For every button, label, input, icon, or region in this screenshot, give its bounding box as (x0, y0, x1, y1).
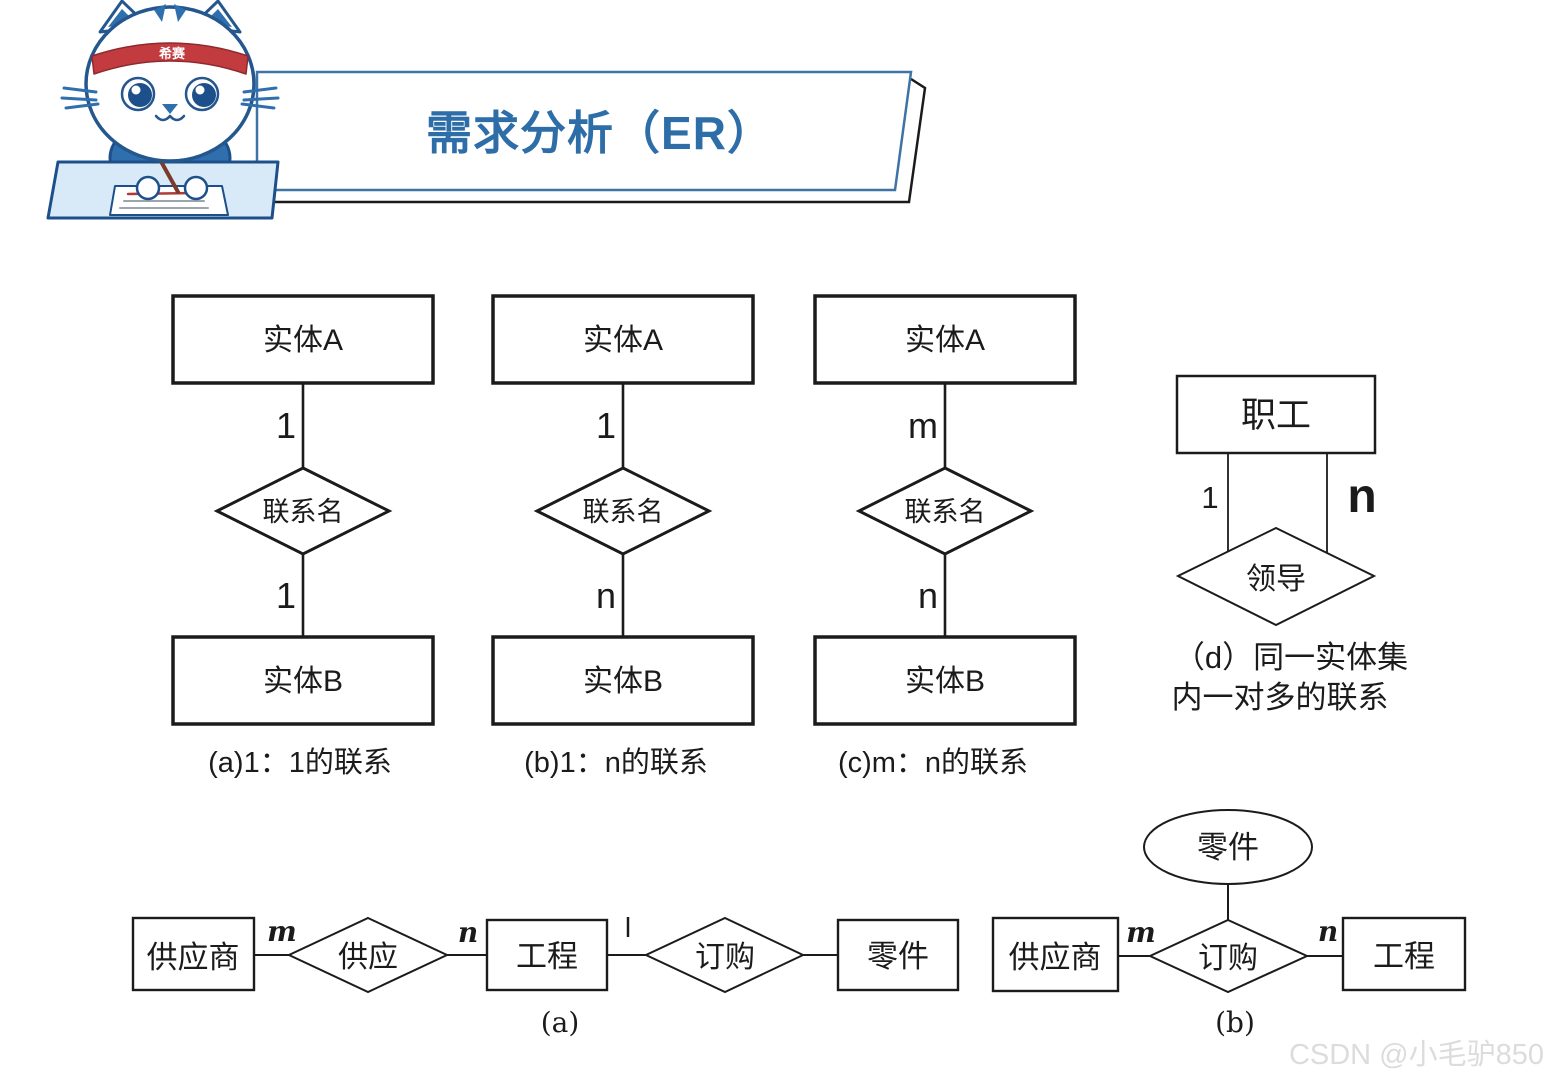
watermark: CSDN @小毛驴850 (1289, 1038, 1544, 1071)
entity-b-box (813, 635, 1077, 726)
entity-b-label: 实体B (263, 665, 343, 698)
supply-diamond (286, 916, 450, 994)
diagram-caption: (a)1：1的联系 (208, 746, 392, 779)
supplier-label: 供应商 (1009, 940, 1102, 975)
cardinality-bottom: 1 (276, 575, 296, 616)
page-title: 需求分析（ER） (426, 107, 774, 159)
part-box (836, 918, 960, 992)
cardinality-n: n (458, 916, 478, 949)
supplier-box (131, 916, 256, 992)
mascot-headband (91, 42, 249, 75)
er-diagram-c: 实体A m 联系名 n 实体B (c)m：n的联系 (813, 294, 1077, 779)
mascot-iris-right (192, 83, 216, 107)
entity-b-label: 实体B (905, 665, 985, 698)
supply-label: 供应 (338, 941, 398, 974)
mascot-mouth (154, 114, 186, 122)
title-banner: 需求分析（ER） (255, 70, 927, 204)
diagram-caption: (b)1：n的联系 (524, 746, 708, 779)
relation-label: 联系名 (263, 497, 344, 527)
relation-diamond (1175, 526, 1377, 627)
mascot-nose (162, 104, 178, 114)
mascot-eye-highlight-right (195, 85, 205, 95)
diagram-caption-line1: （d）同一实体集 (1174, 640, 1408, 675)
entity-b-label: 实体B (583, 665, 663, 698)
entity-a-label: 实体A (263, 324, 343, 357)
cardinality-l: l (625, 912, 631, 943)
mascot-paw-right (183, 175, 209, 201)
er-example-b: 零件 供应商 m 订购 n 工程 (b) (991, 809, 1467, 1039)
project-label: 工程 (1373, 939, 1435, 974)
cardinality-right: n (1347, 470, 1376, 523)
project-box (485, 918, 609, 992)
supplier-label: 供应商 (147, 940, 240, 975)
mascot-stripe-2 (174, 4, 186, 22)
mascot-paw-left (135, 175, 161, 201)
project-box (1341, 916, 1467, 992)
entity-box (1175, 374, 1377, 455)
er-diagram-a: 实体A 1 联系名 1 实体B (a)1：1的联系 (171, 294, 435, 779)
relation-label: 联系名 (905, 497, 986, 527)
banner-shadow-edge (267, 77, 927, 204)
er-diagram-d: 职工 1 n 领导 （d）同一实体集 内一对多的联系 (1172, 374, 1408, 715)
relation-label: 领导 (1246, 563, 1306, 596)
banner-box (255, 70, 913, 192)
project-label: 工程 (516, 939, 578, 974)
mascot-eye-highlight-left (131, 85, 141, 95)
diagram-caption-line2: 内一对多的联系 (1172, 680, 1389, 715)
mascot-whiskers (60, 86, 280, 110)
entity-a-label: 实体A (583, 324, 663, 357)
er-example-a: 供应商 m 供应 n 工程 l 订购 零件 (a) (131, 912, 960, 1039)
cardinality-bottom: n (918, 575, 938, 616)
mascot-cat-icon: 希赛 (46, 0, 280, 220)
entity-label: 职工 (1241, 396, 1311, 435)
supplier-box (991, 916, 1120, 993)
cardinality-m: m (267, 915, 297, 948)
part-label: 零件 (1197, 830, 1259, 865)
cardinality-top: 1 (276, 405, 296, 446)
mascot-iris-left (128, 83, 152, 107)
cardinality-top: m (908, 405, 938, 446)
mascot-stripe-1 (154, 4, 166, 22)
order-diamond (1147, 918, 1310, 994)
cardinality-bottom: n (596, 575, 616, 616)
cardinality-left: 1 (1201, 480, 1218, 515)
entity-a-box (491, 294, 755, 385)
order-label: 订购 (1198, 942, 1258, 975)
mascot-head (84, 5, 256, 163)
cardinality-n: n (1318, 915, 1338, 948)
part-label: 零件 (867, 939, 929, 974)
mascot-headband-label: 希赛 (159, 46, 186, 61)
order-diamond (643, 916, 806, 994)
entity-b-box (491, 635, 755, 726)
example-caption: (a) (541, 1006, 580, 1039)
entity-a-label: 实体A (905, 324, 985, 357)
cardinality-top: 1 (596, 405, 616, 446)
diagram-caption: (c)m：n的联系 (838, 746, 1028, 779)
order-label: 订购 (695, 941, 755, 974)
entity-a-box (813, 294, 1077, 385)
entity-b-box (171, 635, 435, 726)
cardinality-m: m (1126, 916, 1156, 949)
er-diagram-b: 实体A 1 联系名 n 实体B (b)1：n的联系 (491, 294, 755, 779)
example-caption: (b) (1215, 1006, 1255, 1039)
relation-label: 联系名 (583, 497, 664, 527)
